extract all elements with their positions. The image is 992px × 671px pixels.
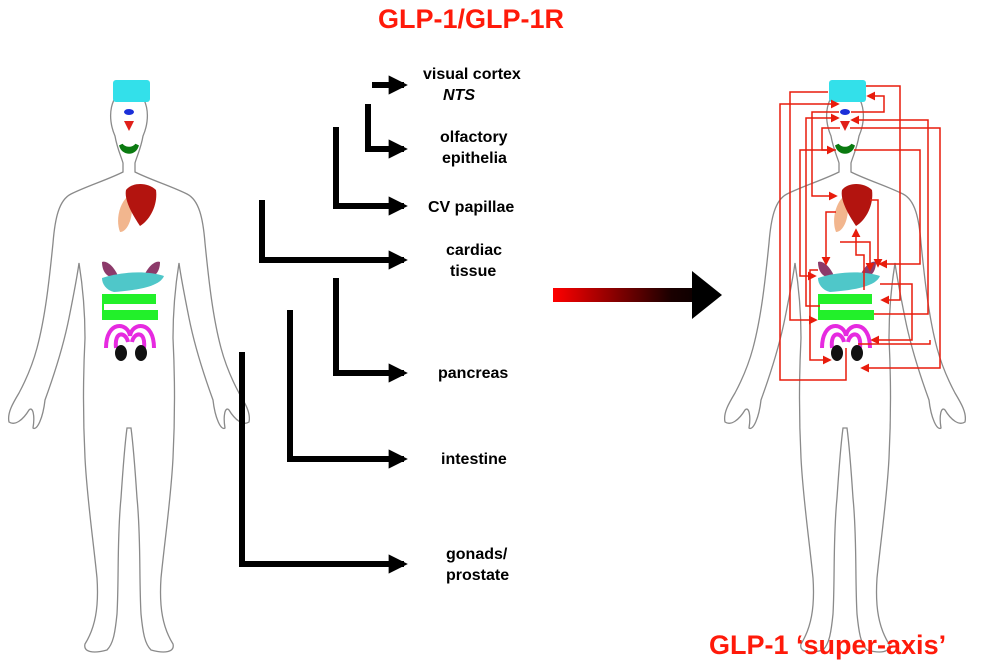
arrow-olfactory [168, 101, 408, 159]
page-title: GLP-1/GLP-1R [378, 4, 565, 34]
reproductive-organ [104, 324, 156, 349]
heart-organ-right [841, 184, 873, 226]
olfactory-organ [119, 143, 139, 154]
arrow-cardiac [158, 197, 408, 270]
label-cardiac-line2: tissue [450, 263, 497, 280]
super-axis-title: GLP-1 ‘super-axis’ [709, 630, 947, 660]
label-visual-cortex: visual cortex NTS [423, 64, 521, 106]
arrow-intestine [171, 307, 408, 469]
label-gonads: gonads/ prostate [446, 544, 509, 586]
label-cardiac: cardiac tissue [446, 240, 502, 282]
visual-cortex-organ [113, 80, 150, 102]
papillae-organ [124, 121, 134, 131]
transition-arrow [553, 271, 722, 319]
right-body-outline [723, 87, 967, 653]
label-olfactory-line2: epithelia [442, 150, 507, 167]
label-nts: NTS [443, 87, 475, 104]
label-intestine: intestine [441, 449, 507, 470]
target-arrows [158, 75, 408, 574]
nts-organ [124, 109, 134, 115]
reproductive-organ-right [820, 324, 872, 349]
label-gonads-line2: prostate [446, 567, 510, 584]
left-body-outline [7, 87, 251, 653]
intestine-organ-right [818, 294, 874, 320]
papillae-organ-right [840, 121, 850, 131]
visual-cortex-organ-right [829, 80, 866, 102]
label-pancreas: pancreas [438, 363, 508, 384]
olfactory-organ-right [835, 143, 855, 154]
label-cv-papillae-line1: CV papillae [428, 199, 515, 216]
kidney-left-organ [102, 261, 118, 278]
arrow-pancreas [173, 275, 408, 383]
gonad-left-organ-right [831, 345, 843, 361]
left-organs [102, 80, 164, 361]
label-cv-papillae: CV papillae [428, 197, 514, 218]
gonad-left-organ [115, 345, 127, 361]
label-cardiac-line1: cardiac [446, 242, 503, 259]
gonad-right-organ-right [851, 345, 863, 361]
label-visual-cortex-line1: visual cortex [423, 66, 521, 83]
intestine-organ [102, 294, 158, 320]
arrow-papillae [168, 124, 408, 216]
label-pancreas-line1: pancreas [438, 365, 509, 382]
label-olfactory-line1: olfactory [440, 129, 508, 146]
heart-organ [125, 184, 157, 226]
arrow-gonads [171, 349, 408, 574]
super-axis-network [779, 85, 941, 381]
label-gonads-line1: gonads/ [446, 546, 508, 563]
label-intestine-line1: intestine [441, 451, 507, 468]
nts-organ-right [840, 109, 850, 115]
label-olfactory: olfactory epithelia [440, 127, 508, 169]
pancreas-organ [102, 272, 164, 292]
gonad-right-organ [135, 345, 147, 361]
